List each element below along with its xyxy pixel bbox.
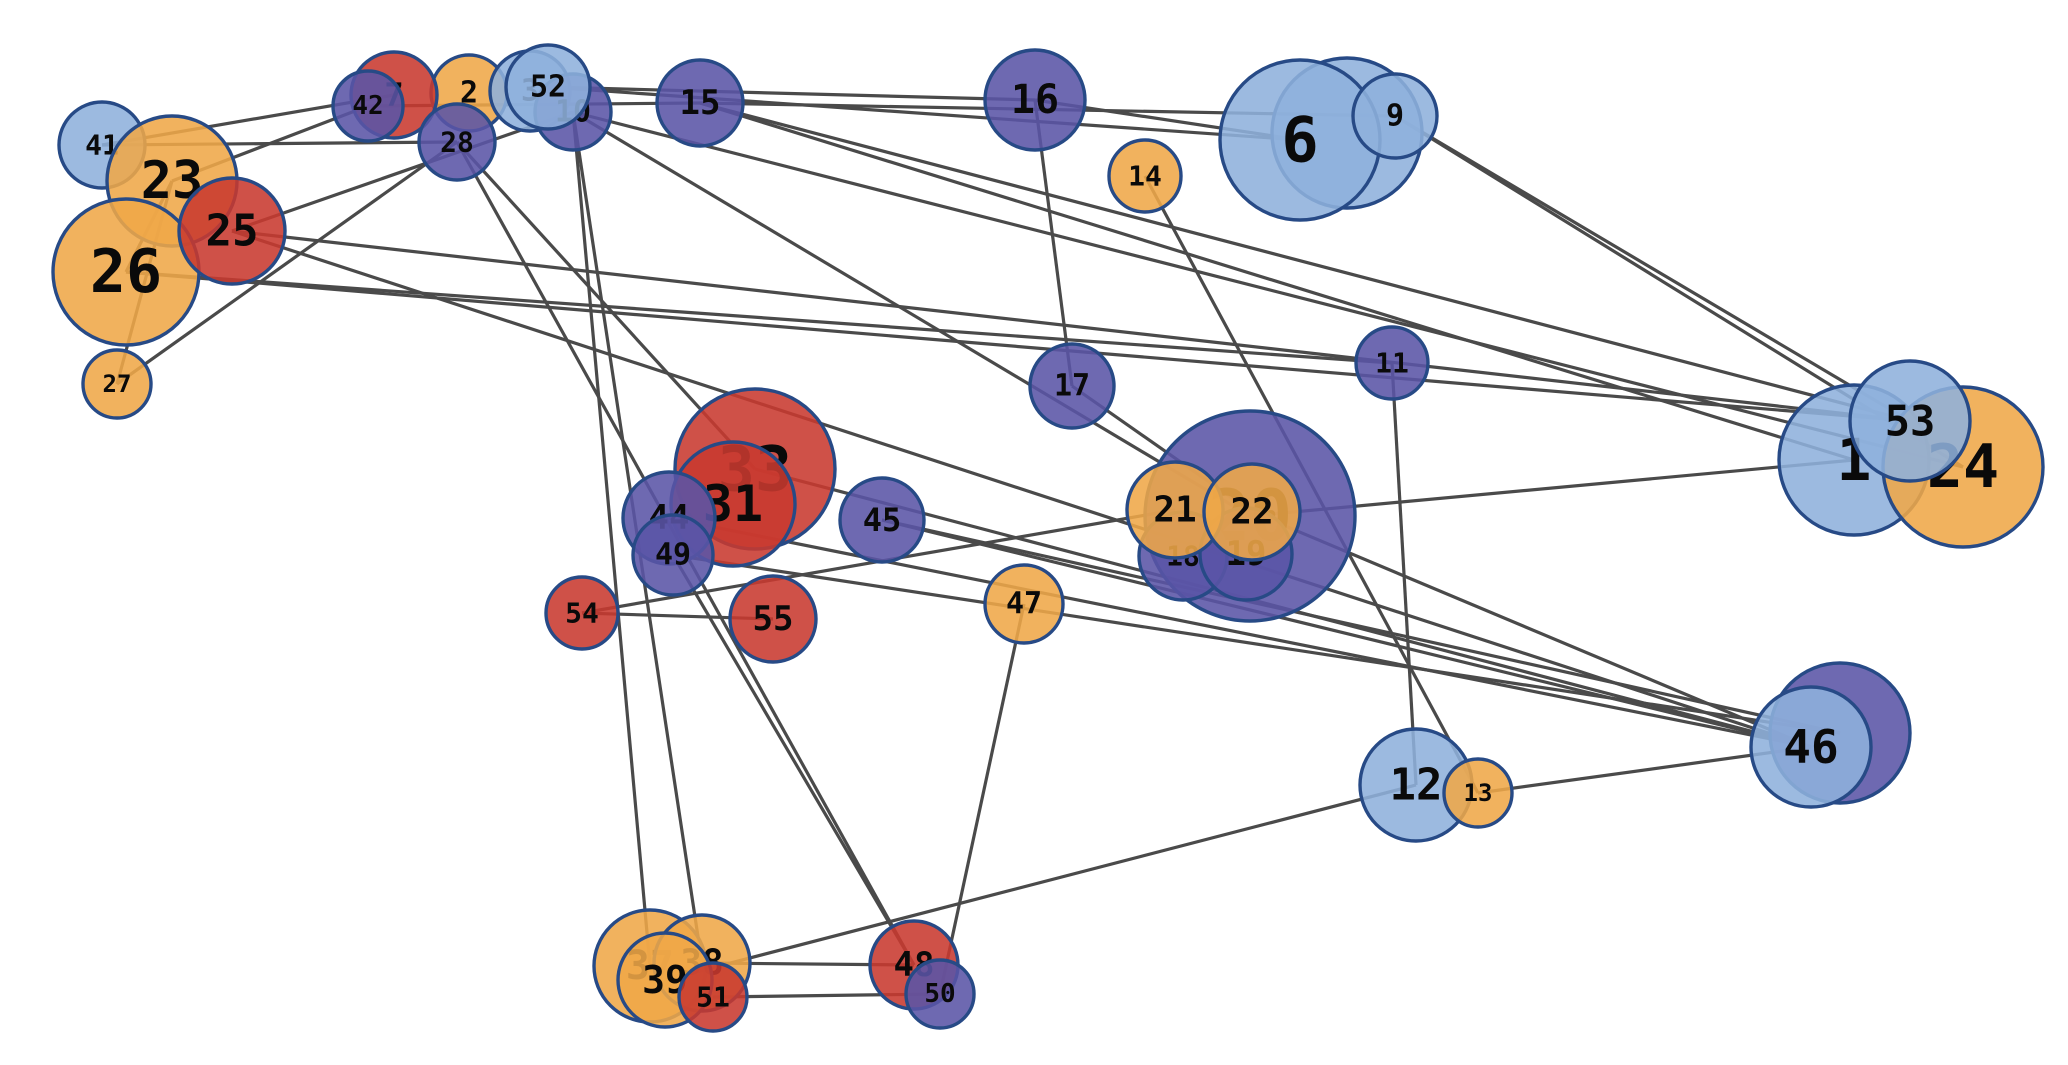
node-17-label: 17: [1054, 369, 1090, 404]
node-11-circle: [1354, 325, 1430, 401]
node-55-label: 55: [753, 599, 794, 639]
node-17[interactable]: 17: [1028, 342, 1116, 430]
node-16-label: 16: [1011, 77, 1059, 123]
node-49[interactable]: 49: [631, 513, 715, 597]
node-54-circle: [544, 575, 620, 651]
node-11[interactable]: 11: [1354, 325, 1430, 401]
node-28-circle: [417, 102, 497, 182]
edge-26-53: [125, 270, 1911, 423]
edges-layer: [101, 85, 1964, 999]
node-15-circle: [655, 58, 745, 148]
edge-25-10: [231, 110, 574, 233]
node-52-label: 52: [530, 70, 566, 105]
node-52[interactable]: 52: [504, 43, 592, 131]
edge-27-28: [116, 140, 458, 386]
node-22-circle: [1202, 462, 1302, 562]
node-47-circle: [983, 563, 1065, 645]
node-6-label: 6: [1281, 104, 1318, 177]
node-50[interactable]: 50: [904, 958, 976, 1030]
node-13-circle: [1442, 757, 1514, 829]
edge-26-11: [125, 270, 1393, 365]
edge-12-39: [664, 783, 1417, 982]
node-2-label: 2: [460, 76, 478, 111]
node-53-label: 53: [1885, 397, 1936, 446]
edge-25-46: [231, 229, 1812, 749]
edge-45-4: [881, 518, 1841, 735]
node-25-circle: [177, 176, 287, 286]
node-46[interactable]: 46: [1749, 685, 1873, 809]
node-26-label: 26: [90, 237, 162, 307]
node-11-label: 11: [1375, 347, 1409, 380]
node-46-label: 46: [1783, 720, 1838, 774]
node-47[interactable]: 47: [983, 563, 1065, 645]
node-50-label: 50: [924, 979, 955, 1009]
edge-45-46: [881, 518, 1812, 749]
node-51-label: 51: [696, 981, 730, 1014]
node-27-circle: [81, 348, 153, 420]
node-50-circle: [904, 958, 976, 1030]
node-9-circle: [1351, 72, 1439, 160]
node-6[interactable]: 6: [1218, 58, 1382, 222]
edge-15-53: [699, 101, 1911, 423]
node-28[interactable]: 28: [417, 102, 497, 182]
node-12[interactable]: 12: [1358, 727, 1474, 843]
node-25[interactable]: 25: [177, 176, 287, 286]
node-22[interactable]: 22: [1202, 462, 1302, 562]
edge-49-48: [671, 554, 916, 966]
node-45[interactable]: 45: [838, 476, 926, 564]
node-15[interactable]: 15: [655, 58, 745, 148]
node-42[interactable]: 42: [331, 69, 405, 143]
edge-10-24: [572, 110, 1964, 469]
node-14-circle: [1107, 138, 1183, 214]
edge-10-20: [572, 110, 1251, 518]
node-28-label: 28: [440, 126, 474, 159]
node-17-circle: [1028, 342, 1116, 430]
node-27-label: 27: [103, 370, 132, 398]
node-9-label: 9: [1386, 99, 1404, 134]
edge-15-1: [699, 101, 1855, 462]
node-14-label: 14: [1128, 160, 1162, 193]
node-9[interactable]: 9: [1351, 72, 1439, 160]
nodes-layer: 5691615144123262527274231052281117201819…: [51, 43, 2045, 1033]
node-45-circle: [838, 476, 926, 564]
node-52-circle: [504, 43, 592, 131]
node-21-label: 21: [1153, 490, 1196, 531]
edge-49-4: [672, 553, 1841, 735]
node-46-circle: [1749, 685, 1873, 809]
edge-11-12: [1390, 362, 1418, 786]
node-15-label: 15: [680, 83, 721, 123]
node-55[interactable]: 55: [728, 574, 818, 664]
node-14[interactable]: 14: [1107, 138, 1183, 214]
node-51[interactable]: 51: [677, 961, 749, 1033]
node-49-circle: [631, 513, 715, 597]
edge-47-50: [938, 603, 1026, 995]
node-51-circle: [677, 961, 749, 1033]
node-12-label: 12: [1390, 760, 1443, 811]
node-55-circle: [728, 574, 818, 664]
node-53[interactable]: 53: [1848, 359, 1972, 483]
node-16[interactable]: 16: [983, 48, 1087, 152]
node-42-label: 42: [352, 91, 383, 121]
node-54-label: 54: [565, 597, 599, 630]
node-13[interactable]: 13: [1442, 757, 1514, 829]
node-13-label: 13: [1464, 779, 1493, 807]
node-54[interactable]: 54: [544, 575, 620, 651]
node-42-circle: [331, 69, 405, 143]
node-49-label: 49: [655, 538, 691, 573]
node-45-label: 45: [863, 501, 902, 539]
node-22-label: 22: [1230, 492, 1273, 533]
node-25-label: 25: [206, 206, 259, 257]
node-53-circle: [1848, 359, 1972, 483]
edge-10-37: [571, 111, 652, 967]
node-16-circle: [983, 48, 1087, 152]
edge-52-16: [547, 85, 1036, 102]
node-47-label: 47: [1006, 587, 1042, 622]
node-27[interactable]: 27: [81, 348, 153, 420]
node-26[interactable]: 26: [51, 197, 201, 347]
edge-9-53: [1394, 114, 1911, 423]
